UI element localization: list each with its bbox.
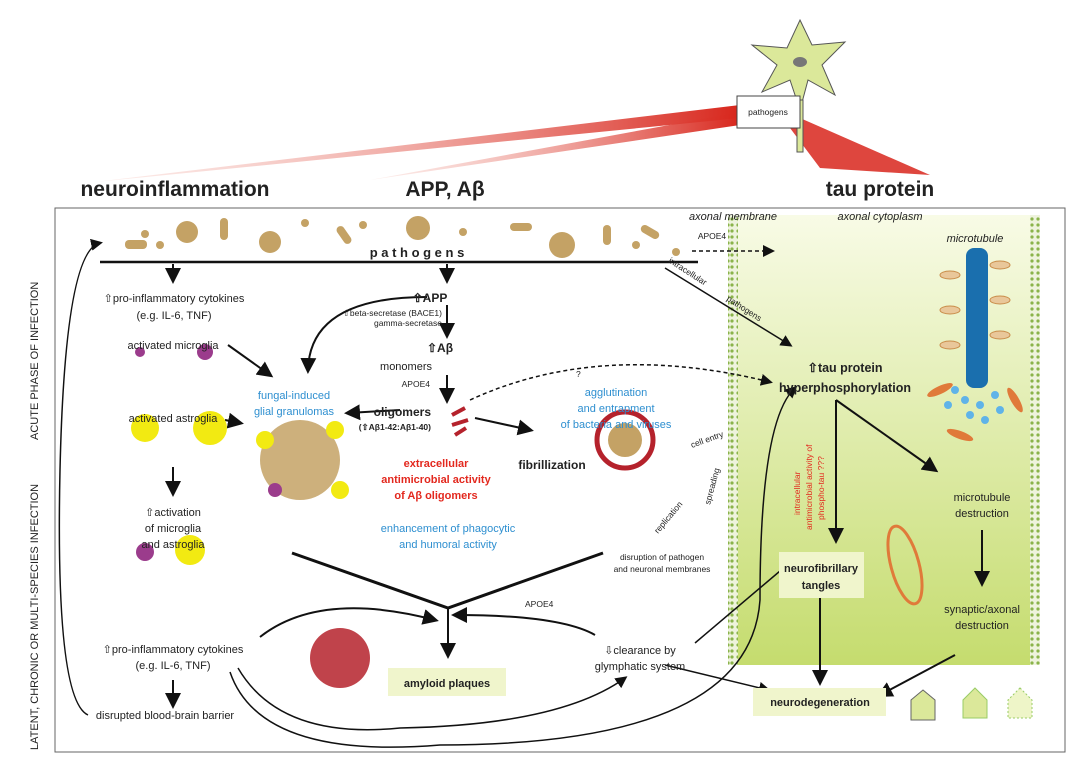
ratio-text: (⇧Aβ1-42:Aβ1-40) [359, 422, 431, 432]
bbb-text: disrupted blood-brain barrier [96, 710, 235, 722]
clearance-text-1: ⇩clearance by [604, 645, 676, 657]
pathogens-box [736, 95, 801, 129]
title-tau: tau protein [826, 178, 935, 201]
question-mark: ? [576, 369, 581, 379]
tau-hyperphosphorylation-text: hyperphosphorylation [779, 381, 911, 395]
microtubule-illustration [927, 248, 1023, 442]
main-frame [54, 207, 1066, 753]
cell-illustrations [131, 344, 1033, 721]
bace1-text: ⇧beta-secretase (BACE1) [343, 308, 442, 318]
cytokines-eg-text-2: (e.g. IL-6, TNF) [136, 660, 211, 672]
oligomers-text: oligomers [374, 405, 432, 419]
microglia-text: activated microglia [127, 340, 219, 352]
axon-membrane-right [1030, 215, 1040, 665]
activation-text-3: and astroglia [142, 539, 206, 551]
nft-text-1: neurofibrillary [784, 563, 859, 575]
synaptic-text-2: destruction [955, 620, 1009, 632]
acute-phase-label: ACUTE PHASE OF INFECTION [29, 282, 41, 440]
cytokines-text: ⇧pro-inflammatory cytokines [104, 293, 245, 305]
axonal-membrane-label: axonal membrane [689, 211, 777, 223]
synaptic-text-1: synaptic/axonal [944, 604, 1020, 616]
activation-text-1: ⇧activation [145, 507, 201, 519]
amyloid-plaques-text: amyloid plaques [404, 678, 490, 690]
agglutination-text-2: and entrapment [577, 403, 654, 415]
granulomas-text-2: glial granulomas [254, 406, 335, 418]
disruption-text-1: disruption of pathogen [620, 552, 704, 562]
cytokines-text-2: ⇧pro-inflammatory cytokines [103, 644, 244, 656]
pathogen-rays [95, 105, 930, 182]
pathogens-box-label: pathogens [748, 107, 788, 117]
agglutination-text-1: agglutination [585, 387, 647, 399]
amyloid-plaques-box [388, 668, 506, 696]
nft-text-2: tangles [802, 580, 841, 592]
spreading-text: spreading [702, 467, 721, 506]
pathogens-row [125, 216, 680, 258]
axonal-cytoplasm-label: axonal cytoplasm [838, 211, 923, 223]
mt-destruction-text-2: destruction [955, 508, 1009, 520]
activation-text-2: of microglia [145, 523, 202, 535]
clearance-text-2: glymphatic system [595, 661, 685, 673]
antimicrobial-text-1: extracellular [404, 458, 470, 470]
phagocytic-text-1: enhancement of phagocytic [381, 523, 516, 535]
agglutination-text-3: of bacteria and viruses [561, 419, 672, 431]
arrows [58, 238, 990, 748]
app-text: ⇧APP [413, 291, 448, 305]
neurodegeneration-text: neurodegeneration [770, 697, 870, 709]
axon-region [728, 215, 1040, 665]
intra-antimicrobial-text-3: phospho-tau ??? [816, 456, 826, 520]
phagocytic-text-2: and humoral activity [399, 539, 497, 551]
astroglia-text: activated astroglia [129, 413, 219, 425]
mt-destruction-text-1: microtubule [954, 492, 1011, 504]
pathogens-label: p a t h o g e n s [370, 245, 465, 260]
apoe4-text-a: APOE4 [402, 379, 431, 389]
antimicrobial-text-3: of Aβ oligomers [394, 490, 477, 502]
nft-box [779, 552, 864, 598]
title-neuroinflammation: neuroinflammation [80, 178, 269, 201]
tau-text-1: ⇧tau protein [807, 361, 882, 375]
microtubule-label: microtubule [947, 233, 1004, 245]
gamma-secretase-text: gamma-secretase [374, 318, 442, 328]
neuron-illustration: pathogens [736, 18, 847, 153]
cytokines-eg-text: (e.g. IL-6, TNF) [137, 310, 212, 322]
monomers-text: monomers [380, 361, 432, 373]
apoe4-label-top: APOE4 [698, 231, 727, 241]
abeta-text: ⇧Aβ [427, 341, 453, 355]
intra-antimicrobial-text-2: antimicrobial activity of [804, 444, 814, 530]
axon-membrane-left [728, 215, 738, 665]
antimicrobial-text-2: antimicrobial activity [381, 474, 491, 486]
title-app: APP, Aβ [405, 178, 485, 201]
fibrillization-text: fibrillization [518, 458, 585, 472]
granulomas-text-1: fungal-induced [258, 390, 330, 402]
disruption-text-2: and neuronal membranes [614, 564, 711, 574]
intra-antimicrobial-text-1: intracellular [792, 471, 802, 515]
cell-entry-text: cell entry [689, 429, 725, 450]
neurodegeneration-box [753, 688, 886, 716]
apoe4-text-b: APOE4 [525, 599, 554, 609]
replication-text: replication [652, 499, 685, 535]
latent-phase-label: LATENT, CHRONIC OR MULTI-SPECIES INFECTI… [29, 484, 41, 750]
